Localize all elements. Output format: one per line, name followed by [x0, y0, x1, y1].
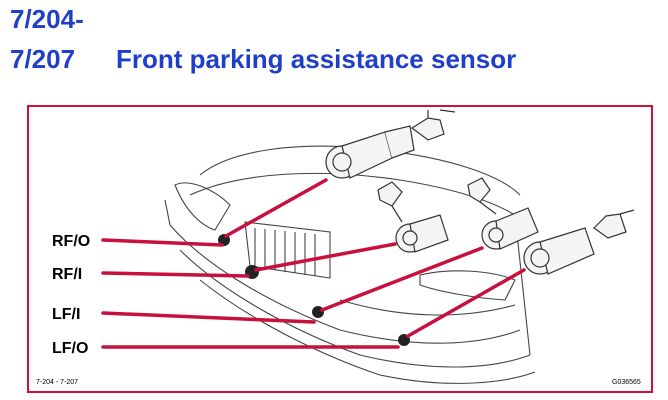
sensor-clips: [218, 234, 410, 346]
sensor-line-rf-o: [224, 178, 328, 238]
sensor-lf-o-drawing: [523, 209, 635, 275]
sensor-clip-lf-i: [312, 306, 324, 318]
sensor-lf-i-drawing: [467, 177, 539, 250]
diagram-frame: [27, 105, 653, 393]
sensor-line-rf-i: [254, 242, 397, 272]
sensor-leader-lines: [224, 178, 526, 338]
section-code-line-1: 7/204-: [10, 4, 84, 34]
label-rf-i: RF/I: [52, 266, 82, 283]
sensor-drawings: [325, 109, 635, 275]
label-lf-i: LF/I: [52, 306, 80, 323]
sensor-line-lf-i: [320, 246, 484, 312]
label-rf-o: RF/O: [52, 233, 90, 250]
sensor-rf-o-drawing: [325, 109, 456, 179]
section-code-line-2: 7/207: [10, 44, 76, 74]
leader-rf-o: [101, 238, 224, 247]
footer-right-code: G036565: [612, 379, 641, 386]
page-title: Front parking assistance sensor: [116, 44, 517, 74]
sensor-rf-i-drawing: [377, 181, 449, 253]
label-leader-lines: [101, 238, 400, 349]
label-lf-o: LF/O: [52, 340, 88, 357]
sensor-line-lf-o: [406, 268, 526, 338]
leader-rf-i: [101, 271, 250, 278]
leader-lf-i: [101, 311, 316, 324]
footer-left-code: 7-204 - 7-207: [36, 379, 78, 386]
